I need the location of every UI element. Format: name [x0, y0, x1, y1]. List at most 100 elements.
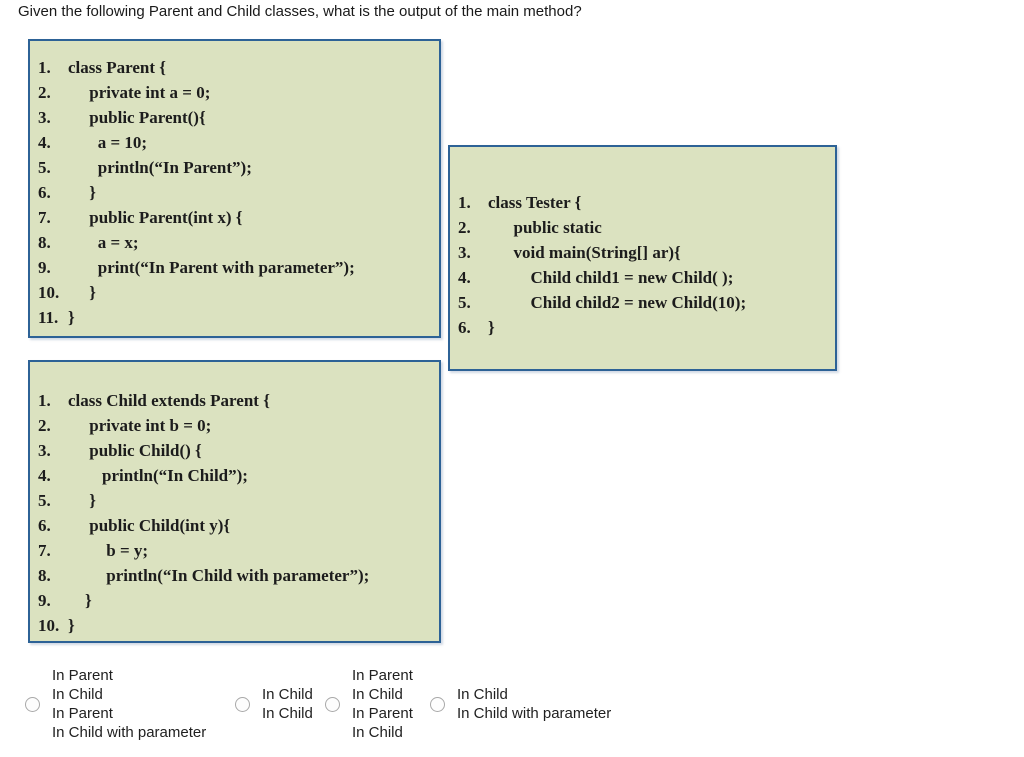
code-text: Child child1 = new Child( ); [488, 268, 734, 287]
code-line: 2. private int b = 0; [38, 413, 435, 438]
code-line: 1. class Tester { [458, 190, 831, 215]
code-line: 3. public Child() { [38, 438, 435, 463]
line-number: 2. [38, 83, 51, 102]
code-text: public Child(int y){ [68, 516, 231, 535]
line-number: 3. [38, 441, 51, 460]
radio-option-c[interactable] [325, 696, 340, 712]
answer-option-d-text: In Child In Child with parameter [457, 685, 611, 723]
line-number: 10. [38, 616, 60, 635]
line-number: 1. [38, 391, 51, 410]
radio-option-a[interactable] [25, 696, 40, 712]
code-text: public static [488, 218, 602, 237]
answer-line: In Child with parameter [52, 724, 207, 741]
code-line: 8. println(“In Child with parameter”); [38, 563, 435, 588]
line-number: 7. [38, 541, 51, 560]
code-text: } [68, 491, 96, 510]
line-number: 8. [38, 566, 51, 585]
line-number: 5. [458, 293, 471, 312]
question-title: Given the following Parent and Child cla… [18, 3, 582, 20]
code-text: print(“In Parent with parameter”); [68, 258, 355, 277]
code-line: 9. } [38, 588, 435, 613]
line-number: 1. [38, 58, 51, 77]
line-number: 4. [458, 268, 471, 287]
code-line: 5. println(“In Parent”); [38, 155, 435, 180]
line-number: 5. [38, 158, 51, 177]
answer-option-b-text: In Child In Child [262, 685, 313, 723]
code-line: 3. void main(String[] ar){ [458, 240, 831, 265]
code-line: 6. } [458, 315, 831, 340]
line-number: 8. [38, 233, 51, 252]
answer-line: In Child [352, 686, 403, 703]
line-number: 6. [38, 183, 51, 202]
answer-line: In Child [352, 724, 403, 741]
code-text: private int b = 0; [68, 416, 212, 435]
line-number: 10. [38, 283, 60, 302]
code-text: private int a = 0; [68, 83, 211, 102]
code-text: } [68, 308, 75, 327]
code-line: 9. print(“In Parent with parameter”); [38, 255, 435, 280]
answer-option-a: In Parent In Child In Parent In Child with … [25, 666, 206, 742]
code-line: 5. Child child2 = new Child(10); [458, 290, 831, 315]
line-number: 4. [38, 133, 51, 152]
line-number: 5. [38, 491, 51, 510]
code-line: 7. b = y; [38, 538, 435, 563]
line-number: 4. [38, 466, 51, 485]
code-line: 3. public Parent(){ [38, 105, 435, 130]
answer-line: In Parent [352, 667, 413, 684]
answer-line: In Parent [352, 705, 413, 722]
code-line: 10. } [38, 613, 435, 638]
line-number: 11. [38, 308, 59, 327]
code-text: class Parent { [68, 58, 166, 77]
parent-class-code-block: 1. class Parent { 2. private int a = 0; … [28, 39, 441, 338]
code-text: } [488, 318, 495, 337]
code-text: b = y; [68, 541, 149, 560]
line-number: 6. [38, 516, 51, 535]
code-line: 7. public Parent(int x) { [38, 205, 435, 230]
line-number: 2. [38, 416, 51, 435]
code-line: 4. Child child1 = new Child( ); [458, 265, 831, 290]
code-line: 8. a = x; [38, 230, 435, 255]
answer-option-a-text: In Parent In Child In Parent In Child with … [52, 666, 206, 742]
code-line: 6. } [38, 180, 435, 205]
code-text: } [68, 283, 96, 302]
code-line: 6. public Child(int y){ [38, 513, 435, 538]
line-number: 7. [38, 208, 51, 227]
tester-class-code-block: 1. class Tester { 2. public static 3. vo… [448, 145, 837, 371]
code-text: } [68, 183, 96, 202]
line-number: 9. [38, 258, 51, 277]
code-line: 11. } [38, 305, 435, 330]
code-text: Child child2 = new Child(10); [488, 293, 747, 312]
code-text: class Child extends Parent { [68, 391, 270, 410]
answer-line: In Parent [52, 705, 113, 722]
child-class-code-block: 1. class Child extends Parent { 2. priva… [28, 360, 441, 643]
line-number: 2. [458, 218, 471, 237]
radio-option-d[interactable] [430, 696, 445, 712]
answer-line: In Child [52, 686, 103, 703]
code-line: 5. } [38, 488, 435, 513]
code-line: 2. public static [458, 215, 831, 240]
line-number: 3. [38, 108, 51, 127]
code-line: 1. class Parent { [38, 55, 435, 80]
code-text: class Tester { [488, 193, 582, 212]
code-text: println(“In Parent”); [68, 158, 252, 177]
line-number: 9. [38, 591, 51, 610]
code-text: } [68, 591, 92, 610]
answer-line: In Child [457, 686, 508, 703]
answer-line: In Child [262, 686, 313, 703]
radio-option-b[interactable] [235, 696, 250, 712]
answer-option-c-text: In Parent In Child In Parent In Child [352, 666, 413, 742]
answer-line: In Parent [52, 667, 113, 684]
code-line: 2. private int a = 0; [38, 80, 435, 105]
answer-line: In Child [262, 705, 313, 722]
code-line: 4. a = 10; [38, 130, 435, 155]
code-text: } [68, 616, 75, 635]
code-text: println(“In Child”); [68, 466, 248, 485]
line-number: 6. [458, 318, 471, 337]
code-text: public Parent(){ [68, 108, 206, 127]
code-text: a = x; [68, 233, 139, 252]
code-line: 1. class Child extends Parent { [38, 388, 435, 413]
code-text: public Parent(int x) { [68, 208, 243, 227]
answer-line: In Child with parameter [457, 705, 612, 722]
answer-option-b: In Child In Child [235, 685, 313, 723]
code-text: void main(String[] ar){ [488, 243, 681, 262]
